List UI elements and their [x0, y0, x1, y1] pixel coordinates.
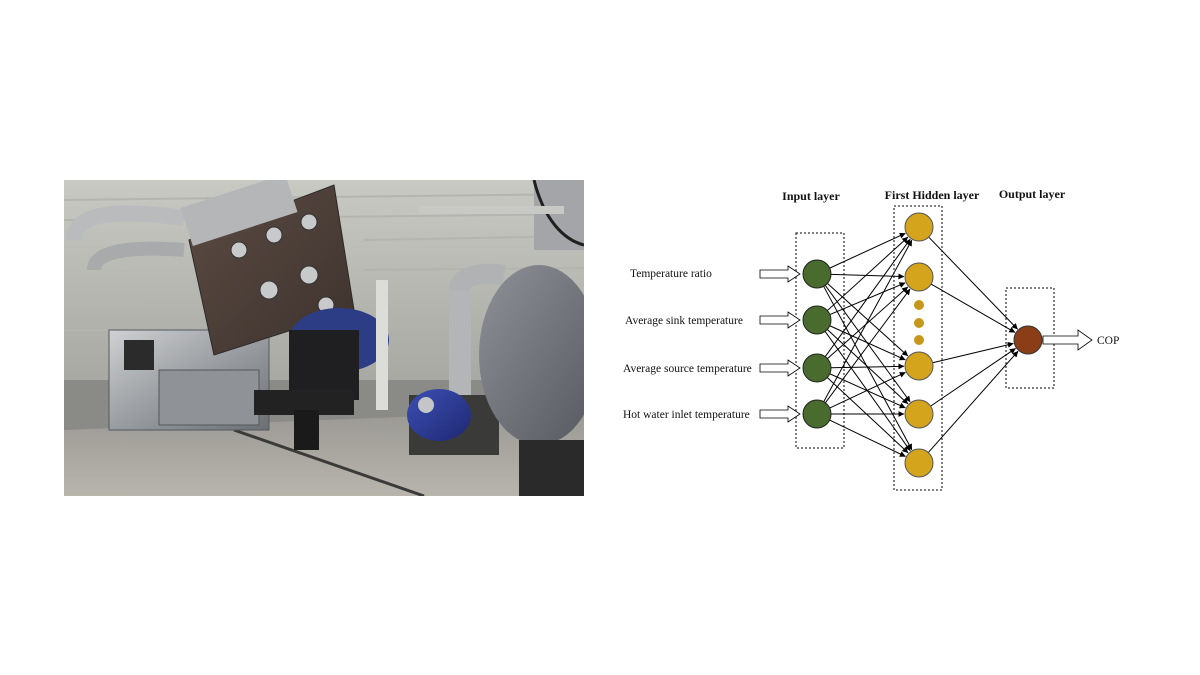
- edge-input-2-hidden-3: [829, 325, 906, 361]
- input-layer-title: Input layer: [782, 189, 840, 203]
- hidden-node-3: [904, 351, 934, 381]
- edge-hidden-4-output: [930, 348, 1016, 407]
- input-label-hot-water-inlet-temperature: Hot water inlet temperature: [623, 409, 750, 421]
- edge-input-4-hidden-3: [829, 371, 906, 409]
- output-arrow: [1042, 329, 1093, 351]
- output-label-cop: COP: [1097, 335, 1119, 347]
- input-label-average-source-temperature: Average source temperature: [623, 363, 752, 375]
- input-arrow-2: [759, 311, 801, 329]
- hidden-nodes: [904, 212, 934, 478]
- input-node-4: [802, 399, 832, 429]
- hidden-layer-title: First Hidden layer: [885, 188, 980, 202]
- edge-input-3-hidden-2: [827, 286, 909, 360]
- input-layer-box: [795, 232, 845, 449]
- edge-input-1-hidden-4: [824, 285, 911, 403]
- edge-input-3-hidden-3: [830, 363, 905, 370]
- edge-input-3-hidden-5: [826, 377, 909, 454]
- connection-lines: [823, 232, 1019, 457]
- hidden-layer-box: [893, 205, 943, 491]
- edge-input-3-hidden-1: [824, 238, 911, 357]
- edge-input-1-hidden-1: [829, 232, 906, 269]
- output-node: [1013, 325, 1043, 355]
- ellipsis-dot-2: [914, 318, 924, 328]
- edge-hidden-5-output: [927, 350, 1019, 453]
- input-arrow-1: [759, 265, 801, 283]
- input-nodes: [802, 259, 832, 429]
- edge-input-2-hidden-1: [827, 236, 909, 311]
- input-arrow-3: [759, 359, 801, 377]
- edge-hidden-2-output: [930, 283, 1016, 333]
- hidden-node-1: [904, 212, 934, 242]
- hidden-node-2: [904, 262, 934, 292]
- input-node-1: [802, 259, 832, 289]
- edge-input-4-hidden-5: [829, 419, 906, 457]
- edge-hidden-3-output: [932, 341, 1014, 364]
- edge-input-1-hidden-5: [823, 286, 913, 451]
- compressor-photo: [64, 180, 584, 496]
- hidden-node-5: [904, 448, 934, 478]
- ellipsis-dot-1: [914, 300, 924, 310]
- edge-hidden-1-output: [928, 236, 1018, 330]
- input-arrow-4: [759, 405, 801, 423]
- input-label-average-sink-temperature: Average sink temperature: [625, 315, 743, 327]
- edge-input-1-hidden-3: [827, 283, 909, 357]
- output-layer-title: Output layer: [999, 187, 1066, 201]
- input-node-2: [802, 305, 832, 335]
- edge-input-4-hidden-2: [824, 288, 911, 404]
- ellipsis-dot-3: [914, 335, 924, 345]
- input-label-temperature-ratio: Temperature ratio: [630, 268, 712, 280]
- neural-network-diagram: Input layer First Hidden layer Output la…: [623, 187, 1119, 491]
- edge-input-4-hidden-1: [823, 239, 913, 402]
- input-node-3: [802, 353, 832, 383]
- compressor-photo-illustration: [64, 180, 584, 496]
- hidden-node-4: [904, 399, 934, 429]
